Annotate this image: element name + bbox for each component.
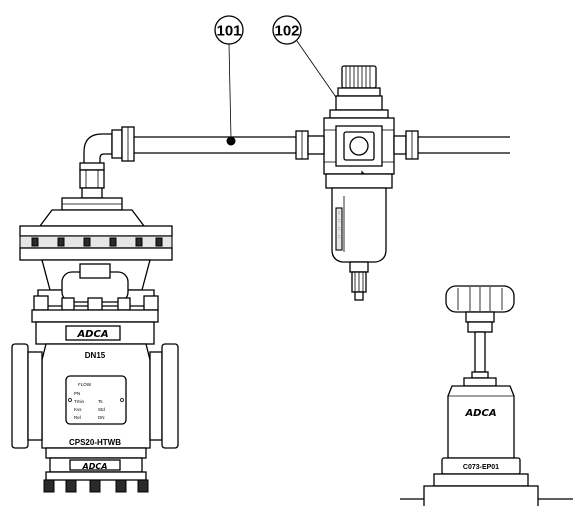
svg-text:FLOW: FLOW (78, 382, 92, 387)
svg-text:DN: DN (98, 415, 105, 420)
control-valve: ADCA DN15 FLOW PN Tmin Ts Kvs Std Rel DN… (11, 197, 179, 493)
elbow-fitting (79, 126, 135, 199)
svg-text:::: :: (338, 218, 341, 223)
pressure-regulator: ADCA C073-EP01 (400, 285, 573, 511)
callout-101-label: 101 (216, 23, 241, 40)
valve-nameplate: FLOW PN Tmin Ts Kvs Std Rel DN (65, 375, 127, 425)
callout-101: 101 (214, 15, 244, 139)
svg-text:Kvs: Kvs (74, 407, 82, 412)
svg-text:PN: PN (74, 391, 80, 396)
svg-text:Tmin: Tmin (74, 399, 84, 404)
handwheel-icon (445, 285, 515, 333)
svg-text:Rel: Rel (74, 415, 81, 420)
filter-regulator: :: :: :: :: (295, 65, 419, 301)
callout-102-label: 102 (274, 23, 299, 40)
tube-callout-dot (226, 136, 236, 146)
valve-model-label: CPS20-HTWB (69, 438, 121, 447)
svg-text:::: :: (338, 210, 341, 215)
regulator-model-label: C073-EP01 (463, 464, 499, 471)
svg-text:Std: Std (98, 407, 105, 412)
regulator-brand: ADCA (464, 408, 496, 419)
air-supply-tube (134, 136, 510, 154)
svg-text:Ts: Ts (98, 399, 103, 404)
adjust-knob-icon (335, 65, 383, 111)
svg-text:::: :: (338, 234, 341, 239)
valve-size-label: DN15 (85, 351, 106, 360)
flange-bolts (31, 237, 163, 247)
svg-text:::: :: (338, 226, 341, 231)
valve-brand: ADCA (76, 329, 108, 340)
callout-102: 102 (272, 15, 345, 109)
valve-plug-brand: ADCA (82, 462, 108, 471)
